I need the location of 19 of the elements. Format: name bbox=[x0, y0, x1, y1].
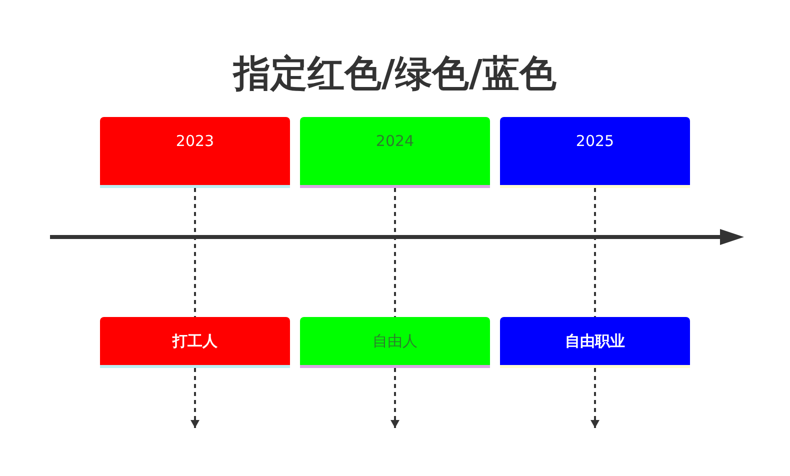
role-label: 自由职业 bbox=[565, 331, 625, 352]
year-label: 2025 bbox=[576, 131, 614, 152]
role-label: 打工人 bbox=[172, 331, 218, 352]
role-card bbox=[100, 317, 290, 368]
year-label: 2024 bbox=[376, 131, 414, 152]
year-card bbox=[500, 117, 690, 188]
dashed-arrow bbox=[590, 368, 600, 428]
title: 指定红色/绿色/蓝色 bbox=[233, 51, 557, 97]
role-card bbox=[300, 317, 490, 368]
dashed-connector bbox=[394, 188, 396, 317]
role-label: 自由人 bbox=[372, 331, 418, 352]
year-label: 2023 bbox=[176, 131, 214, 152]
year-card bbox=[300, 117, 490, 188]
dashed-connector bbox=[594, 188, 596, 317]
year-card bbox=[100, 117, 290, 188]
dashed-arrow bbox=[390, 368, 400, 428]
role-card bbox=[500, 317, 690, 368]
dashed-connector bbox=[194, 188, 196, 317]
dashed-arrow bbox=[190, 368, 200, 428]
